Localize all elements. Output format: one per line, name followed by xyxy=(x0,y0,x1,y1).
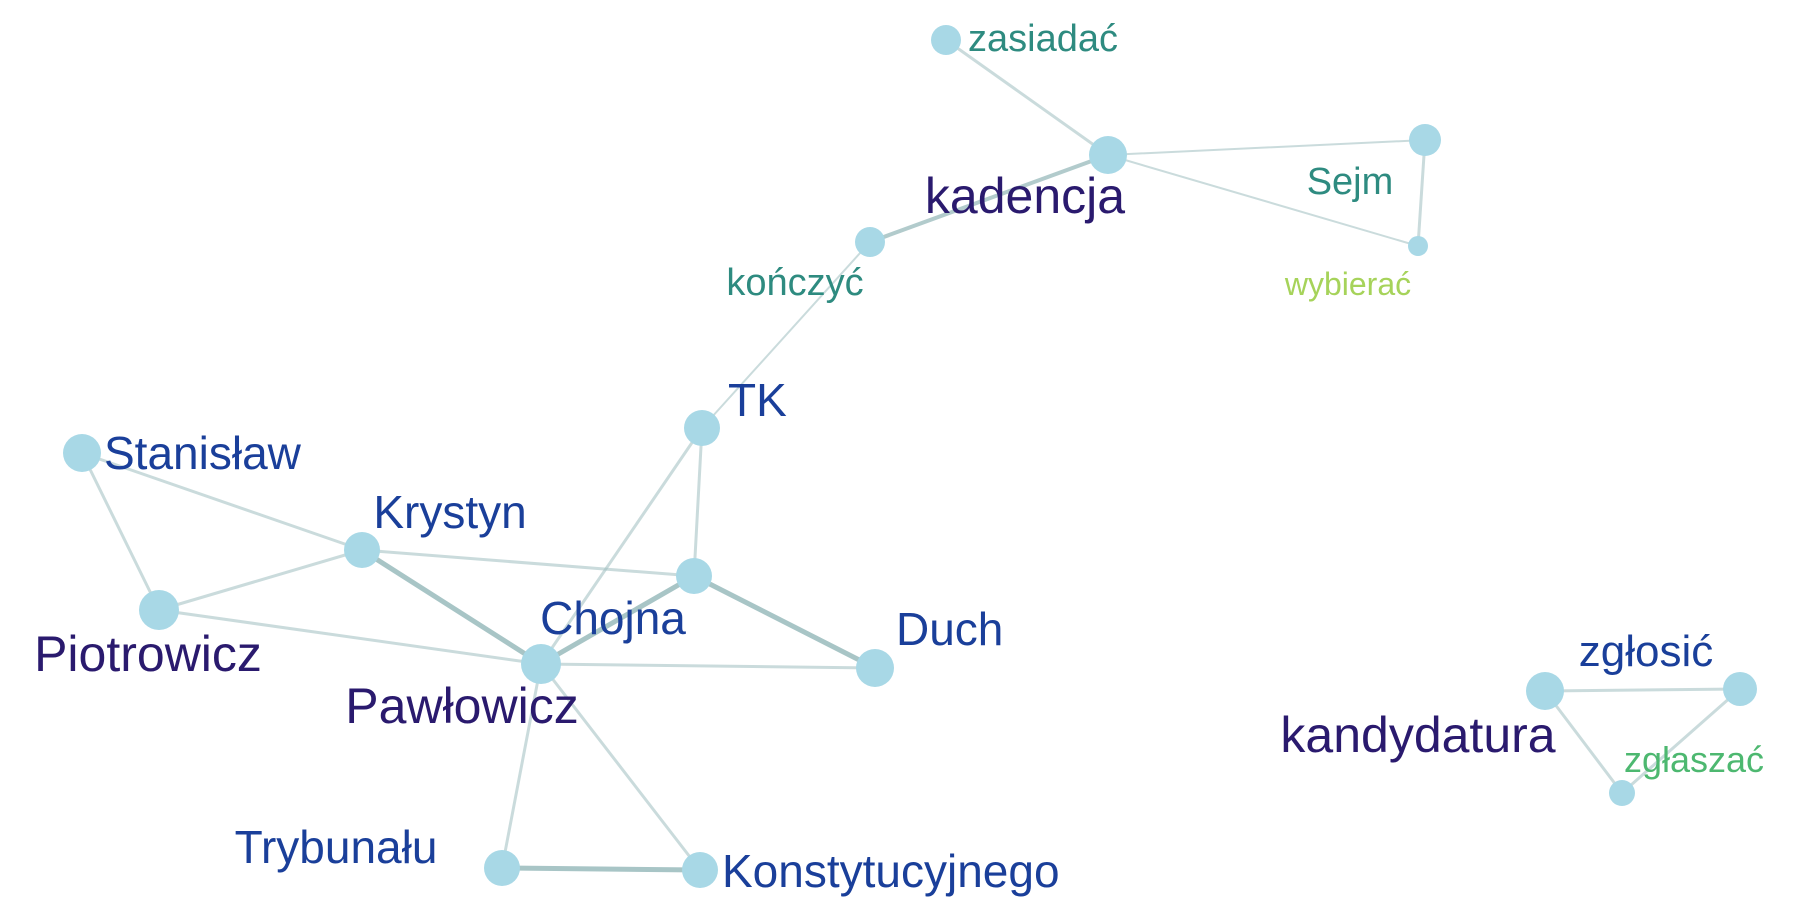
label-trybunalu: Trybunału xyxy=(235,821,438,873)
edge-trybunalu-konstytucyjnego xyxy=(499,865,703,873)
node-duch xyxy=(856,649,894,687)
edge-pawlowicz-trybunalu xyxy=(500,662,543,870)
label-duch: Duch xyxy=(896,603,1003,655)
edge-tk-chojna xyxy=(692,426,704,578)
label-kadencja: kadencja xyxy=(925,168,1125,224)
edge-stanislaw-piotrowicz xyxy=(80,451,161,612)
edge-kandydatura-zglaszac xyxy=(1543,689,1624,795)
node-zglaszac xyxy=(1609,780,1635,806)
label-wybierac: wybierać xyxy=(1284,266,1411,302)
edge-zglosic-zglaszac xyxy=(1620,687,1742,795)
label-konstytucyjnego: Konstytucyjnego xyxy=(722,845,1060,897)
edge-stanislaw-krystyn xyxy=(80,451,364,552)
node-zasiadac xyxy=(931,25,961,55)
label-zglaszac: zgłaszać xyxy=(1624,739,1764,780)
label-pawlowicz: Pawłowicz xyxy=(345,678,578,734)
edge-zasiadac-kadencja xyxy=(944,38,1110,157)
node-sejm xyxy=(1409,124,1441,156)
edge-pawlowicz-duch xyxy=(539,662,877,670)
edge-kandydatura-zglosic xyxy=(1543,687,1742,693)
label-stanislaw: Stanisław xyxy=(104,427,302,479)
label-konczyc: kończyć xyxy=(726,262,863,304)
edge-kadencja-konczyc xyxy=(868,153,1110,244)
edge-kadencja-wybierac xyxy=(1107,154,1419,247)
edge-chojna-duch xyxy=(691,573,878,671)
edge-piotrowicz-pawlowicz xyxy=(157,608,543,666)
edge-chojna-pawlowicz xyxy=(538,573,697,667)
label-sejm: Sejm xyxy=(1307,161,1394,203)
node-piotrowicz xyxy=(139,590,179,630)
edge-krystyn-piotrowicz xyxy=(157,548,364,612)
edge-pawlowicz-konstytucyjnego xyxy=(539,662,702,872)
node-kandydatura xyxy=(1526,672,1564,710)
node-trybunalu xyxy=(484,850,520,886)
node-konczyc xyxy=(855,227,885,257)
edge-krystyn-pawlowicz xyxy=(359,547,544,667)
node-pawlowicz xyxy=(521,644,561,684)
node-kadencja xyxy=(1089,136,1127,174)
label-chojna: Chojna xyxy=(540,592,686,644)
label-tk: TK xyxy=(728,374,787,426)
label-kandydatura: kandydatura xyxy=(1280,707,1555,763)
node-zglosic xyxy=(1723,672,1757,706)
edge-sejm-wybierac xyxy=(1416,138,1427,248)
label-piotrowicz: Piotrowicz xyxy=(34,626,262,682)
edges-layer xyxy=(80,38,1742,873)
nodes-layer xyxy=(63,25,1757,888)
edge-krystyn-chojna xyxy=(360,548,696,578)
label-zglosic: zgłosić xyxy=(1579,627,1714,676)
node-konstytucyjnego xyxy=(682,852,718,888)
node-krystyn xyxy=(344,532,380,568)
node-chojna xyxy=(676,558,712,594)
label-krystyn: Krystyn xyxy=(373,486,526,538)
edge-kadencja-sejm xyxy=(1107,139,1426,156)
edge-konczyc-tk xyxy=(701,241,871,429)
node-tk xyxy=(684,410,720,446)
edge-tk-pawlowicz xyxy=(539,426,704,666)
node-stanislaw xyxy=(63,434,101,472)
label-zasiadac: zasiadać xyxy=(968,18,1118,60)
node-wybierac xyxy=(1408,236,1428,256)
